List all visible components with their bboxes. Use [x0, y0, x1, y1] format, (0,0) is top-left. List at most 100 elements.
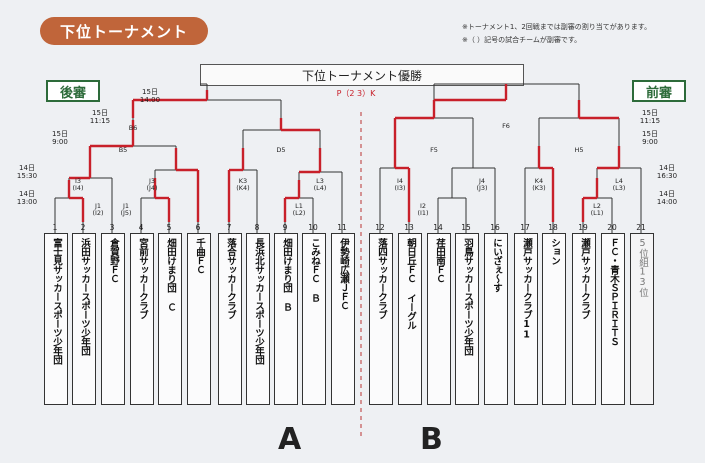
team-number: 18	[548, 223, 558, 232]
game-label: (K3)	[532, 184, 545, 192]
game-label: (I1)	[417, 209, 428, 217]
team-box: 品濃ウィングス ＧＢＺ エボリューション	[542, 233, 582, 405]
team-box: 宮前サッカークラブ	[130, 233, 154, 405]
team-name: にいざぇ〜す	[491, 238, 502, 292]
team-box: 羽鳥サッカースポーツ少年団	[455, 233, 479, 405]
team-number: 14	[433, 223, 443, 232]
game-label: B6	[129, 124, 138, 132]
team-name: 富士見サッカースポーツ少年団	[51, 238, 62, 364]
team-number: 3	[110, 223, 115, 232]
team-name: 5位組13位	[637, 238, 648, 297]
game-label: (J4)	[146, 184, 157, 192]
game-label: (I3)	[394, 184, 405, 192]
team-number: 20	[607, 223, 617, 232]
team-name: 浜田サッカースポーツ少年団	[79, 238, 90, 355]
team-number: 12	[375, 223, 385, 232]
game-label: J1	[122, 202, 129, 210]
game-label: I3	[75, 177, 81, 185]
time-label: 11:15	[90, 117, 110, 125]
team-box: 千曲ＦＣ	[187, 233, 211, 405]
team-number: 5	[167, 223, 172, 232]
game-label: (J3)	[476, 184, 487, 192]
game-label: K4	[535, 177, 543, 185]
time-label: 11:15	[640, 117, 660, 125]
page-title: 下位トーナメント	[40, 17, 208, 45]
game-label: (I2)	[92, 209, 103, 217]
team-number: 2	[81, 223, 86, 232]
team-box: 朝日丘ＦＣ イーグル	[398, 233, 422, 405]
game-label: H5	[574, 146, 583, 154]
team-number: 4	[139, 223, 144, 232]
team-name: 千曲ＦＣ	[194, 238, 205, 274]
team-number: 11	[337, 223, 347, 232]
game-label: (L3)	[613, 184, 626, 192]
game-label: J4	[478, 177, 485, 185]
time-label: 14日	[659, 164, 675, 172]
time-label: 9:00	[52, 138, 68, 146]
team-box: 倉賀野ＦＣ	[101, 233, 125, 405]
game-label: J3	[148, 177, 155, 185]
time-label: 15日	[52, 130, 68, 138]
time-label: 14日	[659, 190, 675, 198]
team-name: 畑田けまり団 Ｃ	[165, 238, 176, 312]
final-pk-note: P（2 3）K	[337, 89, 377, 98]
team-box: にいざぇ〜す	[484, 233, 508, 405]
team-name: 瀬戸サッカークラブ11	[521, 238, 532, 340]
team-box: 落四サッカークラブ	[369, 233, 393, 405]
game-label: D5	[276, 146, 285, 154]
game-label: L3	[316, 177, 324, 185]
team-name: 落合サッカークラブ	[225, 238, 236, 319]
group-a-label: A	[278, 422, 302, 457]
team-box: 5位組13位	[630, 233, 654, 405]
time-label: 15日	[92, 109, 108, 117]
team-box: 浜田サッカースポーツ少年団	[72, 233, 96, 405]
team-box: 瀬戸サッカークラブ11	[514, 233, 538, 405]
team-box: こみねＦＣ Ｂ	[302, 233, 326, 405]
team-name: 宮前サッカークラブ	[137, 238, 148, 319]
game-label: I4	[397, 177, 403, 185]
game-label: L4	[615, 177, 623, 185]
team-name: 伊勢崎広瀬ＪＦＣ	[338, 238, 349, 310]
team-number: 7	[227, 223, 232, 232]
team-box: 富士見サッカースポーツ少年団	[44, 233, 68, 405]
team-box: 畑田けまり団 Ｂ	[274, 233, 298, 405]
note-line-2: ※（ ）記号の試合チームが副審です。	[462, 36, 582, 44]
time-label: 15:30	[17, 172, 37, 180]
team-number: 21	[636, 223, 646, 232]
game-label: I2	[420, 202, 426, 210]
time-label: 15日	[642, 109, 658, 117]
team-name: 落四サッカークラブ	[376, 238, 387, 319]
game-label: (J5)	[120, 209, 131, 217]
team-name: 瀬戸サッカークラブ	[579, 238, 590, 319]
team-number: 16	[490, 223, 500, 232]
team-name: 羽鳥サッカースポーツ少年団	[462, 238, 473, 355]
team-number: 15	[461, 223, 471, 232]
game-label: L1	[295, 202, 303, 210]
team-name: ＦＣ・青木ＳＰＩＲＩＴＳ	[608, 238, 619, 346]
game-label: K3	[239, 177, 247, 185]
time-label: 16:30	[657, 172, 677, 180]
time-label: 14日	[19, 190, 35, 198]
team-name: 荏田南ＦＣ	[434, 238, 445, 283]
team-number: 19	[578, 223, 588, 232]
time-label: 14:00	[657, 198, 677, 206]
team-box: 落合サッカークラブ	[218, 233, 242, 405]
game-label: (L1)	[591, 209, 604, 217]
team-box: 荏田南ＦＣ	[427, 233, 451, 405]
team-name: 畑田けまり団 Ｂ	[281, 238, 292, 312]
team-name: こみねＦＣ Ｂ	[309, 238, 320, 303]
game-label: B5	[119, 146, 128, 154]
team-number: 6	[196, 223, 201, 232]
side-label-right: 前審	[632, 80, 686, 102]
time-label: 14日	[19, 164, 35, 172]
team-name: 朝日丘ＦＣ イーグル	[405, 238, 416, 330]
time-label: 15日	[642, 130, 658, 138]
team-number: 8	[255, 223, 260, 232]
team-name: 長浜北サッカースポーツ少年団	[253, 238, 264, 364]
team-number: 10	[308, 223, 318, 232]
team-number: 13	[404, 223, 414, 232]
team-number: 1	[53, 223, 58, 232]
game-label: F5	[430, 146, 438, 154]
